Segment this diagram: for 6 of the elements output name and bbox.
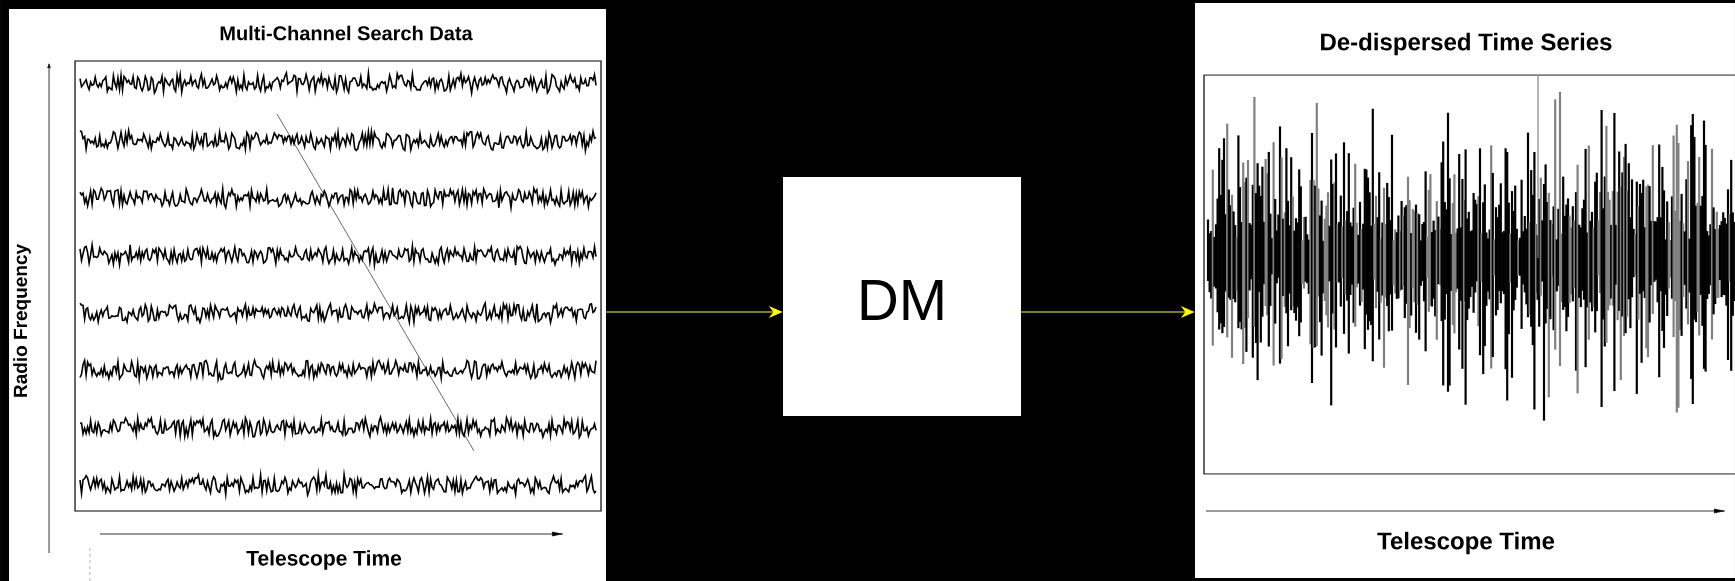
axis-label: Radio Frequency bbox=[13, 244, 31, 397]
axis-label: Telescope Time bbox=[246, 550, 402, 570]
box-label: DM bbox=[861, 280, 943, 320]
plot-title: De-dispersed Time Series bbox=[1321, 32, 1612, 56]
plot-title: Multi-Channel Search Data bbox=[220, 25, 473, 41]
axis-label: Telescope Time bbox=[1377, 531, 1555, 555]
